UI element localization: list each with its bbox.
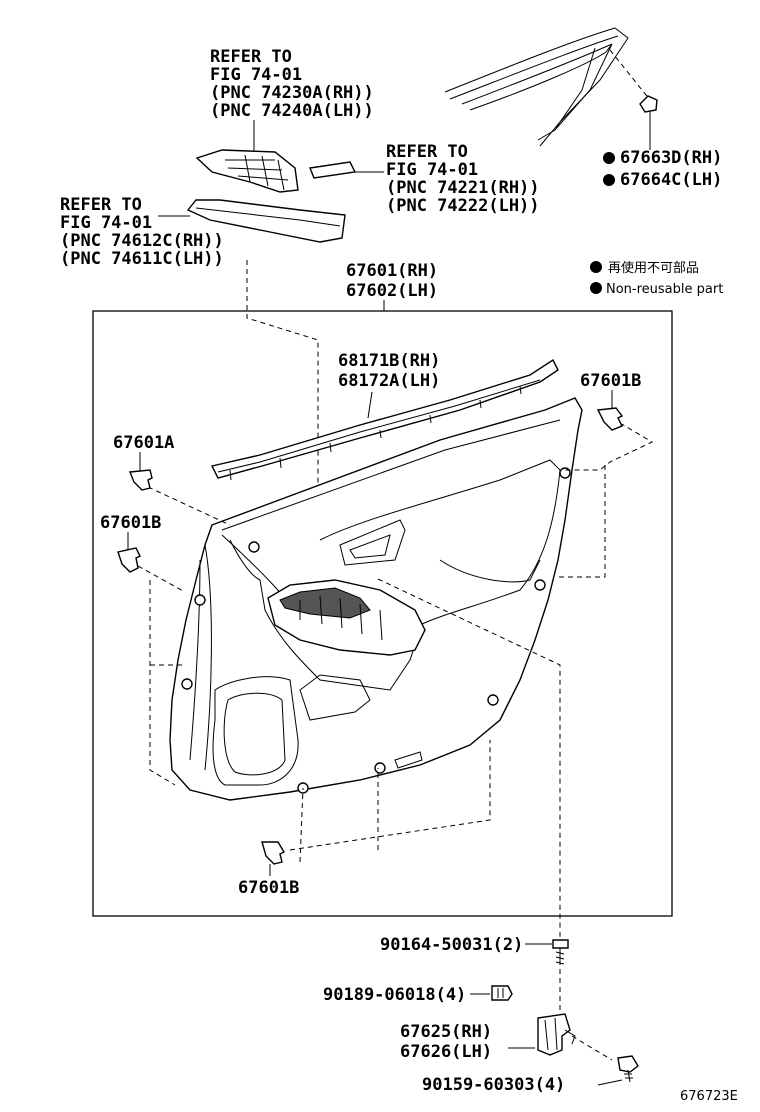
svg-text:(PNC 74230A(RH)): (PNC 74230A(RH)) <box>210 83 374 103</box>
label-90164: 90164-50031(2) <box>380 935 523 955</box>
clip-67601b-top-right: 67601B <box>580 371 641 431</box>
label-67601b-left: 67601B <box>100 513 161 533</box>
svg-text:(PNC 74611C(LH)): (PNC 74611C(LH)) <box>60 249 224 269</box>
switch-cover-reference: REFER TO FIG 74-01 (PNC 74221(RH)) (PNC … <box>354 142 540 216</box>
svg-text:(PNC 74221(RH)): (PNC 74221(RH)) <box>386 178 540 198</box>
bracket-67625: 67625(RH) 67626(LH) <box>400 1013 576 1062</box>
door-armrest-switch <box>267 579 426 656</box>
label-67601b-top-right: 67601B <box>580 371 641 391</box>
svg-text:(PNC 74240A(LH)): (PNC 74240A(LH)) <box>210 101 374 121</box>
svg-text:67602(LH): 67602(LH) <box>346 281 438 301</box>
leader-lines <box>137 422 654 1015</box>
svg-text:(PNC 74612C(RH)): (PNC 74612C(RH)) <box>60 231 224 251</box>
armrest-reference: REFER TO FIG 74-01 (PNC 74612C(RH)) (PNC… <box>60 195 224 269</box>
figure-id: 676723E <box>680 1089 738 1104</box>
label-trim-board: 67601(RH) 67602(LH) <box>346 261 438 311</box>
label-67601a: 67601A <box>113 433 174 453</box>
label-weatherstrip: 68171B(RH) 68172A(LH) <box>338 351 440 419</box>
switch-base-part <box>195 149 299 193</box>
legend: 再使用不可部品 Non-reusable part <box>590 260 723 297</box>
svg-text:REFER TO: REFER TO <box>60 195 142 215</box>
clip-67601b-left: 67601B <box>100 513 161 573</box>
label-67626: 67626(LH) <box>400 1042 492 1062</box>
legend-cjk: 再使用不可部品 <box>608 260 699 276</box>
weatherstrip-part <box>210 358 559 481</box>
label-67625: 67625(RH) <box>400 1022 492 1042</box>
legend-en: Non-reusable part <box>606 282 723 297</box>
svg-text:68171B(RH): 68171B(RH) <box>338 351 440 371</box>
label-67601b-bottom: 67601B <box>238 878 299 898</box>
svg-text:FIG 74-01: FIG 74-01 <box>60 213 152 233</box>
armrest-leader <box>246 260 319 595</box>
svg-text:68172A(LH): 68172A(LH) <box>338 371 440 391</box>
svg-text:REFER TO: REFER TO <box>386 142 468 162</box>
svg-text:REFER TO: REFER TO <box>210 47 292 67</box>
window-frame-illustration <box>444 27 651 147</box>
bolt-90159: 90159-60303(4) <box>422 1035 639 1095</box>
clip-67601b-bottom: 67601B <box>238 841 299 898</box>
switch-cover-part <box>309 161 357 179</box>
clip-67663-icon <box>639 95 658 150</box>
svg-text:FIG 74-01: FIG 74-01 <box>210 65 302 85</box>
svg-text:67601(RH): 67601(RH) <box>346 261 438 281</box>
part-number-67664c: 67664C(LH) <box>620 170 722 190</box>
nut-90189: 90189-06018(4) <box>323 985 513 1005</box>
part-number-67663d: 67663D(RH) <box>620 148 722 168</box>
assembly-frame <box>92 310 673 917</box>
screw-90164: 90164-50031(2) <box>380 935 569 965</box>
clip-67601a: 67601A <box>113 433 174 491</box>
label-90189: 90189-06018(4) <box>323 985 466 1005</box>
switch-base-reference: REFER TO FIG 74-01 (PNC 74230A(RH)) (PNC… <box>210 47 374 160</box>
label-67663: 67663D(RH) 67664C(LH) <box>603 148 722 190</box>
svg-text:(PNC 74222(LH)): (PNC 74222(LH)) <box>386 196 540 216</box>
armrest-part <box>186 199 346 243</box>
svg-text:FIG 74-01: FIG 74-01 <box>386 160 478 180</box>
label-90159: 90159-60303(4) <box>422 1075 565 1095</box>
